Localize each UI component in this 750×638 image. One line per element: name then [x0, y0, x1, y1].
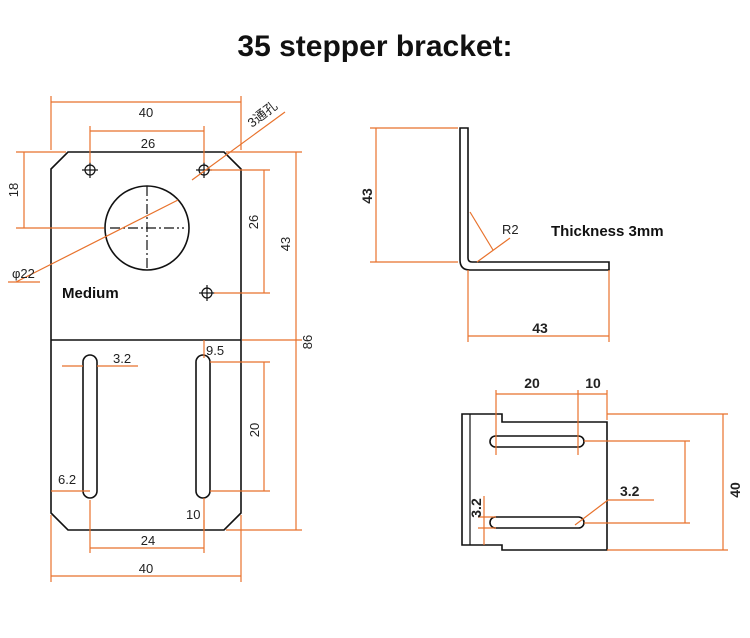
dim-width-bottom: 40: [139, 561, 153, 576]
side-base-length: 43: [532, 320, 548, 336]
dim-hole-vertical: 26: [246, 215, 261, 229]
dim-slot-spacing: 24: [141, 533, 155, 548]
bottom-slot-width-left: 3.2: [468, 498, 484, 518]
dim-center-hole: φ22: [12, 266, 35, 281]
center-label: Medium: [62, 285, 119, 302]
base-slot: [489, 435, 585, 448]
side-view: 43 R2 Thickness 3mm 43: [359, 127, 664, 342]
dim-slot-bottom: 10: [186, 507, 200, 522]
dim-total-height: 86: [300, 335, 315, 349]
dim-top-offset: 18: [6, 183, 21, 197]
thickness-label: Thickness 3mm: [551, 223, 664, 240]
bottom-slot-width: 3.2: [620, 483, 640, 499]
front-view: 40 26 3通孔 18 26 43: [6, 96, 315, 582]
center-bore: [104, 185, 190, 271]
mounting-hole: [199, 285, 215, 301]
page-title: 35 stepper bracket:: [237, 30, 513, 63]
bottom-dim-a: 20: [524, 375, 540, 391]
side-height: 43: [359, 188, 375, 204]
dim-slot-length: 20: [247, 423, 262, 437]
bottom-height: 40: [727, 482, 743, 498]
dim-width-top: 40: [139, 105, 153, 120]
front-outline: [50, 151, 242, 531]
dim-slot-offset: 6.2: [58, 472, 76, 487]
hole-note: 3通孔: [245, 98, 280, 130]
base-slot: [489, 516, 585, 529]
dim-slot-width: 3.2: [113, 351, 131, 366]
bottom-view: 20 10 40 3.2 3.2: [461, 375, 743, 551]
mounting-slot: [195, 354, 211, 499]
dim-hole-spacing: 26: [141, 136, 155, 151]
dim-slot-gap: 9.5: [206, 343, 224, 358]
mounting-hole: [82, 162, 98, 178]
mounting-hole: [196, 162, 212, 178]
bottom-dim-b: 10: [585, 375, 601, 391]
angle-profile: [459, 127, 610, 271]
bend-radius: R2: [502, 222, 519, 237]
dim-motor-height: 43: [278, 237, 293, 251]
mounting-slot: [82, 354, 98, 499]
